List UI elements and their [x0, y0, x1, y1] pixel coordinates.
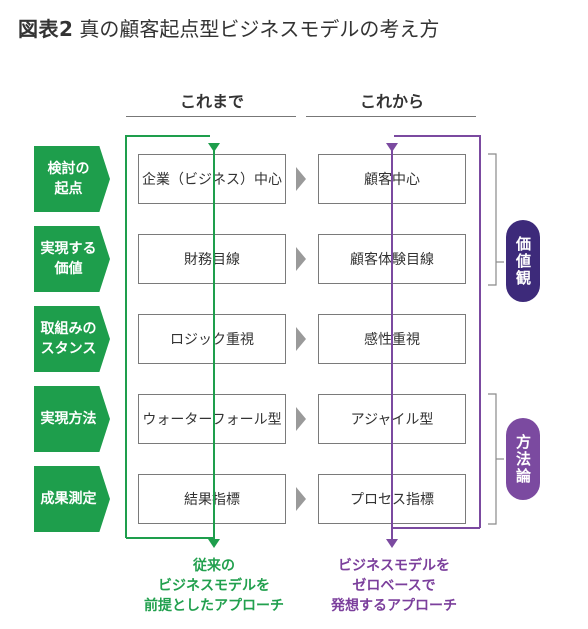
row-arrow-icon — [296, 487, 306, 511]
after-box-row3: 感性重視 — [318, 314, 466, 364]
column-header-before-rule — [126, 116, 296, 117]
row-arrow-icon — [296, 327, 306, 351]
bracket-methods — [488, 393, 497, 525]
column-header-after-rule — [306, 116, 476, 117]
row-label-text: 成果測定 — [40, 491, 97, 507]
after-box-row2: 顧客体験目線 — [318, 234, 466, 284]
group-methods-badge: 方法論 — [506, 418, 540, 500]
row-label-method: 実現方法 — [34, 386, 110, 452]
column-header-after: これから — [359, 92, 424, 111]
purple-arrowhead-bottom-icon — [386, 539, 398, 548]
before-box-row2: 財務目線 — [138, 234, 286, 284]
purple-arrowhead-top-icon — [386, 143, 398, 152]
row-label-text: 検討の 起点 — [47, 161, 90, 197]
before-box-row5: 結果指標 — [138, 474, 286, 524]
green-arrowhead-top-icon — [208, 143, 220, 152]
before-box-row4: ウォーターフォール型 — [138, 394, 286, 444]
before-box-row3: ロジック重視 — [138, 314, 286, 364]
column-header-before: これまで — [179, 92, 244, 111]
group-values-badge: 価値観 — [506, 220, 540, 302]
group-label-methods: 方法論 — [514, 433, 532, 485]
caption-after: ビジネスモデルを ゼロベースで 発想するアプローチ — [331, 558, 457, 614]
after-box-row4: アジャイル型 — [318, 394, 466, 444]
after-box-row1: 顧客中心 — [318, 154, 466, 204]
row-label-stance: 取組みの スタンス — [34, 306, 110, 372]
figure-title-text: 真の顧客起点型ビジネスモデルの考え方 — [79, 17, 440, 41]
row-label-text: 取組みの スタンス — [40, 321, 97, 357]
row-arrow-icon — [296, 407, 306, 431]
row-label-text: 実現する 価値 — [40, 241, 97, 277]
row-arrow-icon — [296, 167, 306, 191]
row-label-starting-point: 検討の 起点 — [34, 146, 110, 212]
row-label-text: 実現方法 — [40, 411, 97, 427]
group-label-values: 価値観 — [514, 235, 532, 287]
row-label-value: 実現する 価値 — [34, 226, 110, 292]
before-box-row1: 企業（ビジネス）中心 — [138, 154, 286, 204]
row-arrow-icon — [296, 247, 306, 271]
figure-number: 図表2 — [18, 17, 74, 41]
after-box-row5: プロセス指標 — [318, 474, 466, 524]
green-arrowhead-bottom-icon — [208, 539, 220, 548]
bracket-values — [488, 153, 497, 286]
caption-before: 従来の ビジネスモデルを 前提としたアプローチ — [144, 558, 284, 614]
row-label-measurement: 成果測定 — [34, 466, 110, 532]
